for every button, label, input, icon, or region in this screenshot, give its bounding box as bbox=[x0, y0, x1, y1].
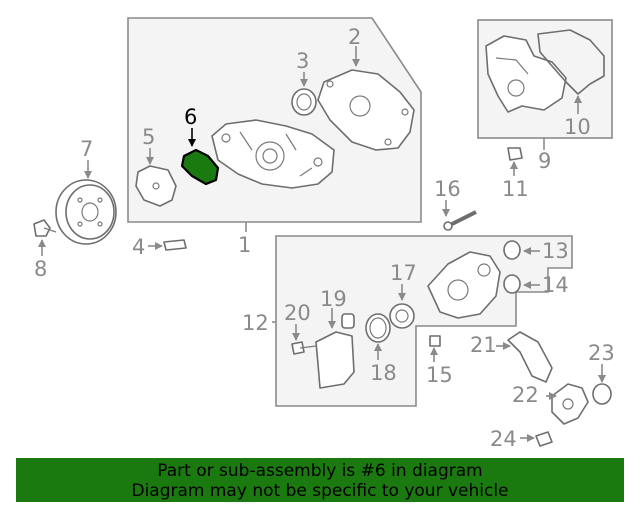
callout-13[interactable]: 13 bbox=[542, 239, 569, 263]
callout-14[interactable]: 14 bbox=[542, 273, 569, 297]
callout-2[interactable]: 2 bbox=[348, 25, 361, 49]
callout-5[interactable]: 5 bbox=[142, 125, 155, 149]
banner-line-disclaimer: Diagram may not be specific to your vehi… bbox=[131, 481, 509, 501]
callout-17[interactable]: 17 bbox=[390, 261, 417, 285]
part-24-bolt[interactable] bbox=[535, 431, 553, 447]
part-5-cover-plate[interactable] bbox=[135, 165, 177, 207]
part-17-thermostat[interactable] bbox=[389, 303, 415, 329]
leader-lines bbox=[38, 46, 606, 442]
callout-22[interactable]: 22 bbox=[512, 383, 539, 407]
part-13-o-ring[interactable] bbox=[503, 240, 521, 260]
callout-3[interactable]: 3 bbox=[296, 49, 309, 73]
part-20-bolt[interactable] bbox=[291, 341, 317, 355]
banner-line-part-number: Part or sub-assembly is #6 in diagram bbox=[157, 461, 483, 481]
info-banner: Part or sub-assembly is #6 in diagram Di… bbox=[16, 458, 624, 502]
callout-4[interactable]: 4 bbox=[132, 235, 145, 259]
callout-11[interactable]: 11 bbox=[502, 177, 529, 201]
callout-18[interactable]: 18 bbox=[370, 361, 397, 385]
callout-1[interactable]: 1 bbox=[238, 233, 251, 257]
callout-23[interactable]: 23 bbox=[588, 341, 615, 365]
part-21-hose[interactable] bbox=[507, 331, 553, 383]
part-15-bolt[interactable] bbox=[429, 335, 441, 347]
thermostat-housing[interactable] bbox=[427, 251, 501, 319]
part-16-bolt[interactable] bbox=[443, 210, 477, 231]
callout-labels: 1 2 3 4 5 6 7 8 9 10 11 12 13 14 15 16 1… bbox=[34, 25, 615, 451]
callout-16[interactable]: 16 bbox=[434, 177, 461, 201]
part-11-bolt[interactable] bbox=[507, 147, 523, 161]
callout-6[interactable]: 6 bbox=[184, 105, 197, 129]
housing-upper[interactable] bbox=[485, 35, 567, 113]
part-6-gasket-highlighted[interactable] bbox=[180, 148, 220, 186]
part-23-o-ring[interactable] bbox=[592, 383, 612, 405]
water-pump-body[interactable] bbox=[211, 119, 335, 189]
callout-21[interactable]: 21 bbox=[470, 333, 497, 357]
part-2-gasket-plate[interactable] bbox=[317, 69, 415, 151]
part-10-gasket[interactable] bbox=[537, 29, 605, 95]
callout-9[interactable]: 9 bbox=[538, 149, 551, 173]
part-19-water-outlet[interactable] bbox=[315, 313, 355, 389]
part-7-pulley[interactable] bbox=[55, 179, 117, 245]
part-14-o-ring[interactable] bbox=[503, 274, 521, 294]
callout-20[interactable]: 20 bbox=[284, 301, 311, 325]
part-3-o-ring[interactable] bbox=[291, 88, 317, 116]
part-18-seal-ring[interactable] bbox=[365, 313, 391, 343]
callout-12[interactable]: 12 bbox=[242, 311, 269, 335]
callout-19[interactable]: 19 bbox=[320, 287, 347, 311]
part-22-fitting[interactable] bbox=[551, 383, 589, 425]
callout-7[interactable]: 7 bbox=[80, 137, 93, 161]
callout-8[interactable]: 8 bbox=[34, 257, 47, 281]
callout-15[interactable]: 15 bbox=[426, 363, 453, 387]
callout-10[interactable]: 10 bbox=[564, 115, 591, 139]
part-8-bolt[interactable] bbox=[33, 219, 57, 237]
callout-24[interactable]: 24 bbox=[490, 427, 517, 451]
part-4-bolt[interactable] bbox=[163, 239, 187, 251]
